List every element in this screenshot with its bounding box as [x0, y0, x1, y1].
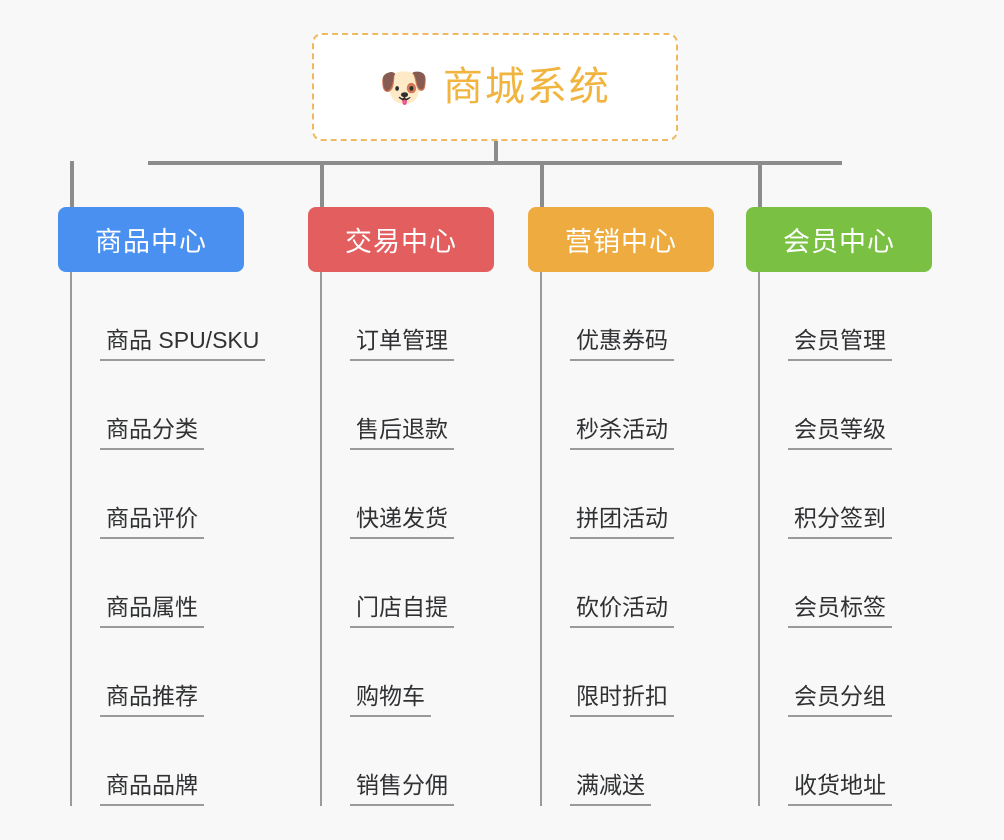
leaf-label: 门店自提	[350, 594, 454, 628]
column-spine-3	[540, 272, 542, 806]
column-header-2[interactable]: 交易中心	[308, 207, 494, 272]
column-spine-1	[70, 272, 72, 806]
leaf-label: 收货地址	[788, 772, 892, 806]
leaf-item[interactable]: 门店自提	[308, 539, 494, 628]
leaf-label: 销售分佣	[350, 772, 454, 806]
leaf-label: 订单管理	[350, 327, 454, 361]
column-4: 会员中心会员管理会员等级积分签到会员标签会员分组收货地址	[746, 207, 932, 806]
leaf-item[interactable]: 限时折扣	[528, 628, 714, 717]
leaf-label: 商品分类	[100, 416, 204, 450]
leaf-label: 会员标签	[788, 594, 892, 628]
leaf-item[interactable]: 商品属性	[58, 539, 244, 628]
column-header-3[interactable]: 营销中心	[528, 207, 714, 272]
leaf-item[interactable]: 商品 SPU/SKU	[58, 272, 266, 361]
column-header-1[interactable]: 商品中心	[58, 207, 244, 272]
connector-drop-4	[758, 161, 762, 207]
leaf-item[interactable]: 售后退款	[308, 361, 494, 450]
column-body-3: 优惠券码秒杀活动拼团活动砍价活动限时折扣满减送	[528, 272, 714, 806]
leaf-label: 商品属性	[100, 594, 204, 628]
leaf-label: 会员管理	[788, 327, 892, 361]
leaf-label: 满减送	[570, 772, 651, 806]
column-spine-4	[758, 272, 760, 806]
leaf-item[interactable]: 会员分组	[746, 628, 932, 717]
horizontal-connector-bar	[148, 161, 842, 165]
leaf-label: 积分签到	[788, 505, 892, 539]
root-title: 商城系统	[442, 65, 611, 109]
leaf-item[interactable]: 商品推荐	[58, 628, 244, 717]
column-body-2: 订单管理售后退款快递发货门店自提购物车销售分佣	[308, 272, 494, 806]
column-body-1: 商品 SPU/SKU 商品分类商品评价商品属性商品推荐商品品牌	[58, 272, 266, 806]
leaf-label: 商品评价	[100, 505, 204, 539]
leaf-item[interactable]: 拼团活动	[528, 450, 714, 539]
leaf-item[interactable]: 会员等级	[746, 361, 932, 450]
leaf-label: 拼团活动	[570, 505, 674, 539]
connector-drop-3	[540, 161, 544, 207]
leaf-item[interactable]: 商品评价	[58, 450, 244, 539]
connector-drop-1	[70, 161, 74, 207]
column-body-4: 会员管理会员等级积分签到会员标签会员分组收货地址	[746, 272, 932, 806]
column-3: 营销中心优惠券码秒杀活动拼团活动砍价活动限时折扣满减送	[528, 207, 714, 806]
leaf-item[interactable]: 商品品牌	[58, 717, 244, 806]
leaf-item[interactable]: 优惠券码	[528, 272, 714, 361]
leaf-label: 商品品牌	[100, 772, 204, 806]
leaf-item[interactable]: 销售分佣	[308, 717, 494, 806]
leaf-item[interactable]: 商品分类	[58, 361, 244, 450]
connector-drop-2	[320, 161, 324, 207]
leaf-label: 商品推荐	[100, 683, 204, 717]
root-stem-connector	[494, 141, 498, 165]
leaf-item[interactable]: 订单管理	[308, 272, 494, 361]
leaf-item[interactable]: 积分签到	[746, 450, 932, 539]
root-node[interactable]: 🐶 商城系统	[312, 33, 678, 141]
column-spine-2	[320, 272, 322, 806]
leaf-label: 售后退款	[350, 416, 454, 450]
leaf-item[interactable]: 收货地址	[746, 717, 932, 806]
leaf-label: 秒杀活动	[570, 416, 674, 450]
leaf-item[interactable]: 砍价活动	[528, 539, 714, 628]
leaf-label: 会员分组	[788, 683, 892, 717]
leaf-label: 优惠券码	[570, 327, 674, 361]
leaf-item[interactable]: 快递发货	[308, 450, 494, 539]
leaf-label: 快递发货	[350, 505, 454, 539]
leaf-label: 砍价活动	[570, 594, 674, 628]
leaf-label: 商品 SPU/SKU	[100, 327, 266, 361]
leaf-item[interactable]: 购物车	[308, 628, 494, 717]
leaf-item[interactable]: 会员管理	[746, 272, 932, 361]
column-2: 交易中心订单管理售后退款快递发货门店自提购物车销售分佣	[308, 207, 494, 806]
leaf-item[interactable]: 满减送	[528, 717, 714, 806]
leaf-item[interactable]: 会员标签	[746, 539, 932, 628]
dog-face-icon: 🐶	[379, 66, 429, 110]
leaf-label: 会员等级	[788, 416, 892, 450]
column-header-4[interactable]: 会员中心	[746, 207, 932, 272]
column-1: 商品中心商品 SPU/SKU 商品分类商品评价商品属性商品推荐商品品牌	[58, 207, 266, 806]
leaf-item[interactable]: 秒杀活动	[528, 361, 714, 450]
leaf-label: 限时折扣	[570, 683, 674, 717]
leaf-label: 购物车	[350, 683, 431, 717]
